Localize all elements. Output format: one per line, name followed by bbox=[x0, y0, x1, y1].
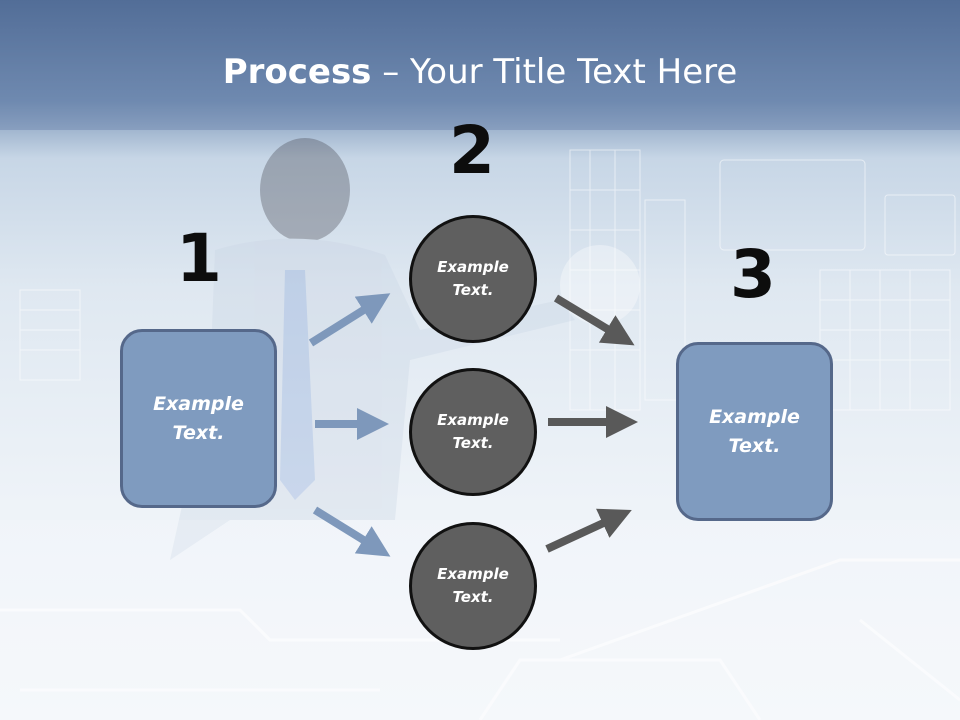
left-box-line1: Example bbox=[153, 392, 244, 415]
arrow-from-circle-1 bbox=[553, 294, 635, 346]
circle-3: Example Text. bbox=[409, 522, 537, 650]
circle-3-line2: Text. bbox=[452, 588, 494, 606]
circle-1-line2: Text. bbox=[452, 281, 494, 299]
circle-2-line2: Text. bbox=[452, 434, 494, 452]
right-box: Example Text. bbox=[676, 342, 833, 521]
right-box-line2: Text. bbox=[728, 434, 781, 457]
circle-1-line1: Example bbox=[437, 258, 509, 276]
arrow-from-circle-3 bbox=[545, 508, 632, 553]
circle-2: Example Text. bbox=[409, 368, 537, 496]
title-bold: Process bbox=[222, 52, 372, 92]
title-rest: – Your Title Text Here bbox=[371, 52, 738, 92]
step-number-2: 2 bbox=[449, 112, 495, 189]
step-number-3: 3 bbox=[730, 236, 776, 313]
left-box: Example Text. bbox=[120, 329, 277, 508]
circle-2-line1: Example bbox=[437, 411, 509, 429]
slide-title: Process – Your Title Text Here bbox=[0, 52, 960, 92]
right-box-line1: Example bbox=[709, 405, 800, 428]
circle-3-line1: Example bbox=[437, 565, 509, 583]
step-number-1: 1 bbox=[176, 220, 222, 297]
left-box-line2: Text. bbox=[172, 421, 225, 444]
arrow-to-circle-3 bbox=[312, 506, 391, 557]
circle-1: Example Text. bbox=[409, 215, 537, 343]
arrow-to-circle-1 bbox=[308, 293, 391, 347]
